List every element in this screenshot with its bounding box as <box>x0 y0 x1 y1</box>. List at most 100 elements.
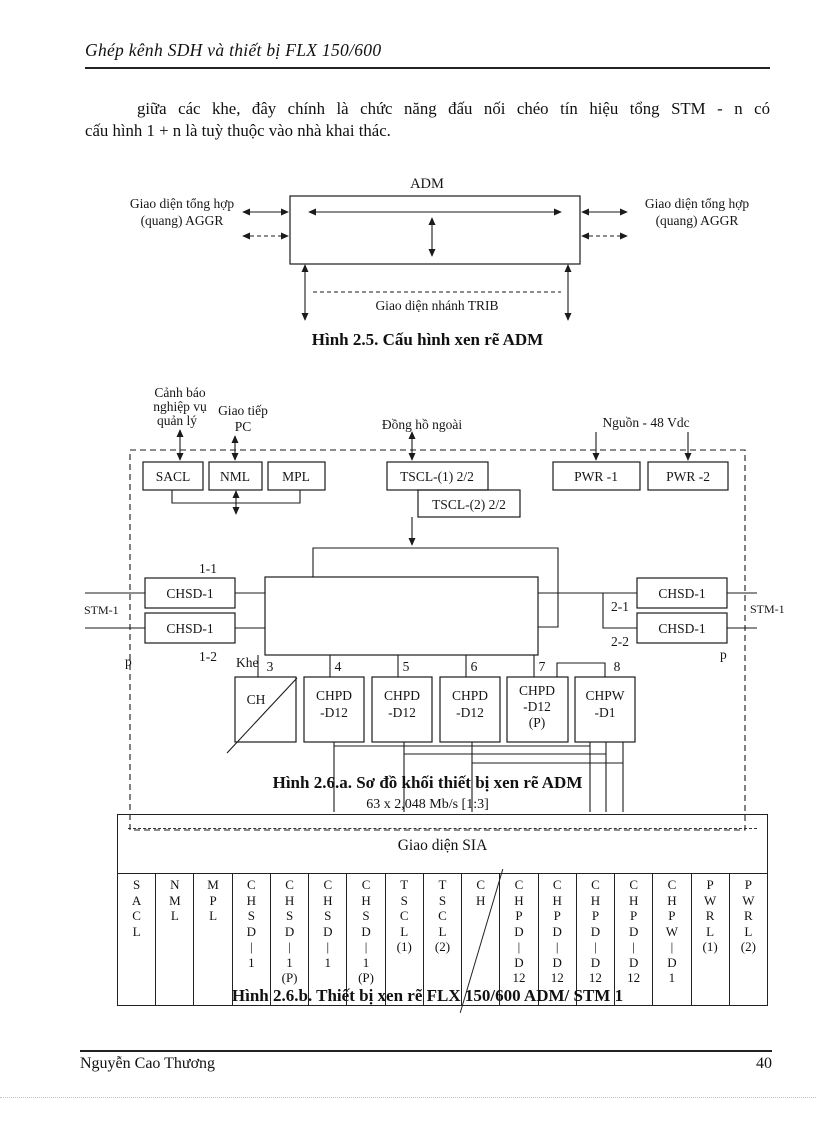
card-label: CHPD <box>519 683 555 698</box>
chsd-left-bottom-box: CHSD-1 <box>144 612 236 644</box>
slot-number-8: 8 <box>614 659 621 674</box>
sia-slot-tscl1: T S C L (1) <box>386 874 424 1005</box>
pc-label-1: Giao tiếp <box>218 403 268 418</box>
page-header-title: Ghép kênh SDH và thiết bị FLX 150/600 <box>85 40 770 69</box>
footer-author: Nguyễn Cao Thương <box>80 1055 216 1072</box>
ch-diagonal <box>226 677 298 754</box>
alarm-label-2: nghiệp vụ <box>153 399 207 414</box>
aggr-left-label-2: (quang) AGGR <box>141 213 224 228</box>
card-ch-label: CH <box>247 692 266 707</box>
management-bus-bracket <box>171 490 301 515</box>
khe-label: Khe <box>236 655 259 670</box>
paragraph-line: cấu hình 1 + n là tuỳ thuộc vào nhà khai… <box>85 121 391 141</box>
figure-2-5-adm-diagram: ADM Giao diện tổng hợp (quang) AGGR Giao… <box>130 176 749 321</box>
sia-slot-ch: C H <box>462 874 501 1005</box>
shelf-dashed-line <box>128 828 757 829</box>
pwr2-box: PWR -2 <box>647 461 729 491</box>
card-chpd-3: CHPD -D12 <box>439 676 501 743</box>
figure-2-5-caption: Hình 2.5. Cấu hình xen rẽ ADM <box>311 330 544 349</box>
stm1-right-label: STM-1 <box>750 602 785 616</box>
card-label: CHPD <box>384 688 420 703</box>
card-ch: CH <box>226 676 298 754</box>
slot-number-3: 3 <box>267 659 274 674</box>
stm-left-lines <box>85 592 265 629</box>
sia-slot-chsd1: C H S D | 1 <box>233 874 271 1005</box>
page-footer: Nguyễn Cao Thương 40 <box>80 1055 772 1073</box>
chsd-left-top-box: CHSD-1 <box>144 577 236 609</box>
sia-slot-nml: N M L <box>156 874 195 1005</box>
equipment-dashed-boundary <box>129 449 746 831</box>
figure-2-6a-subcaption: 63 x 2,048 Mb/s [1:3] <box>366 797 489 812</box>
port-1-2-label: 1-2 <box>199 649 217 664</box>
tscl1-box: TSCL-(1) 2/2 <box>386 461 489 491</box>
sia-slot-sacl: S A C L <box>118 874 157 1005</box>
chsd-left-top-label: CHSD-1 <box>166 586 213 601</box>
figure-2-6b-caption: Hình 2.6.b. Thiết bị xen rẽ FLX 150/600 … <box>231 986 624 1005</box>
card-label: -D1 <box>595 705 616 720</box>
chsd-right-bottom-label: CHSD-1 <box>658 621 705 636</box>
sia-slot-mpl: M P L <box>194 874 233 1005</box>
alarm-label-3: quản lý <box>157 413 197 428</box>
aggr-right-label-2: (quang) AGGR <box>656 213 739 228</box>
card-label: -D12 <box>523 699 551 714</box>
slot-number-5: 5 <box>403 659 410 674</box>
sia-slot-chpd4: C H P D | D 12 <box>615 874 654 1005</box>
pwr1-box: PWR -1 <box>552 461 641 491</box>
power-label: Nguồn - 48 Vdc <box>602 415 689 430</box>
adm-box <box>289 195 581 265</box>
port-2-2-label: 2-2 <box>611 634 629 649</box>
tributary-bus-lines <box>333 742 624 812</box>
tscl1-box-label: TSCL-(1) 2/2 <box>400 469 474 484</box>
sia-slot-chsd1: C H S D | 1 <box>309 874 348 1005</box>
chsd-right-bottom-box: CHSD-1 <box>636 612 728 644</box>
aggr-arrows-left <box>242 208 289 240</box>
scan-artifact-line <box>0 1097 816 1098</box>
aggr-right-label-1: Giao diện tổng hợp <box>645 196 749 211</box>
paragraph-line: giữa các khe, đây chính là chức năng đấu… <box>137 99 770 118</box>
cross-connect-matrix <box>264 576 539 656</box>
slot-dividers <box>257 655 606 677</box>
tscl2-box: TSCL-(2) 2/2 <box>417 489 521 518</box>
external-clock-label: Đồng hồ ngoài <box>382 417 462 432</box>
nml-box-label: NML <box>220 469 250 484</box>
sia-interface-label: Giao diện SIA <box>397 837 488 854</box>
card-label: CHPW <box>585 688 624 703</box>
figure-2-6a-caption: Hình 2.6.a. Sơ đồ khối thiết bị xen rẽ A… <box>272 773 583 792</box>
figure-2-6a-block-diagram: Cảnh báo nghiệp vụ quản lý Giao tiếp PC … <box>84 385 785 831</box>
right-branch-lines <box>538 592 757 629</box>
stm1-left-label: STM-1 <box>84 603 119 617</box>
chsd-right-top-box: CHSD-1 <box>636 577 728 609</box>
slot-number-4: 4 <box>335 659 342 674</box>
sia-slot-pwrl2: P W R L (2) <box>740 877 756 954</box>
timing-frame <box>312 547 559 628</box>
card-label: CHPD <box>452 688 488 703</box>
pc-label-2: PC <box>235 419 252 434</box>
sia-slot-chpd3: C H P D | D 12 <box>577 874 616 1005</box>
external-interface-arrows <box>176 429 692 461</box>
sacl-box-label: SACL <box>156 469 191 484</box>
sia-slot-row: S A C L N M L M P L C H S D | 1 C H S D … <box>118 873 767 1005</box>
alarm-label-1: Cảnh báo <box>154 385 206 400</box>
card-label: -D12 <box>388 705 416 720</box>
card-chpd-p: CHPD -D12 (P) <box>506 676 569 743</box>
mpl-box-label: MPL <box>282 469 310 484</box>
sia-slot-chpw: C H P W | D 1 <box>653 874 692 1005</box>
port-2-1-label: 2-1 <box>611 599 629 614</box>
body-paragraph: giữa các khe, đây chính là chức năng đấu… <box>85 98 770 142</box>
sia-slot-pwrl1: P W R L (1) <box>692 874 730 1005</box>
sacl-box: SACL <box>142 461 204 491</box>
slot-number-7: 7 <box>539 659 546 674</box>
trib-label: Giao diện nhánh TRIB <box>375 298 498 313</box>
sia-slot-chsd1p: C H S D | 1 (P) <box>271 874 310 1005</box>
slot-number-6: 6 <box>471 659 478 674</box>
card-chpd-2: CHPD -D12 <box>371 676 433 743</box>
card-label: (P) <box>529 715 546 730</box>
card-label: CHPD <box>316 688 352 703</box>
card-label: -D12 <box>320 705 348 720</box>
footer-page-number: 40 <box>756 1055 772 1072</box>
aggr-left-label-1: Giao diện tổng hợp <box>130 196 234 211</box>
sia-slot-chsd1p: C H S D | 1 (P) <box>347 874 386 1005</box>
p-left-label: p <box>125 654 132 669</box>
figure-2-6b-shelf: Giao diện SIA S A C L N M L M P L C H S … <box>117 814 768 1006</box>
trib-arrows <box>301 264 572 321</box>
